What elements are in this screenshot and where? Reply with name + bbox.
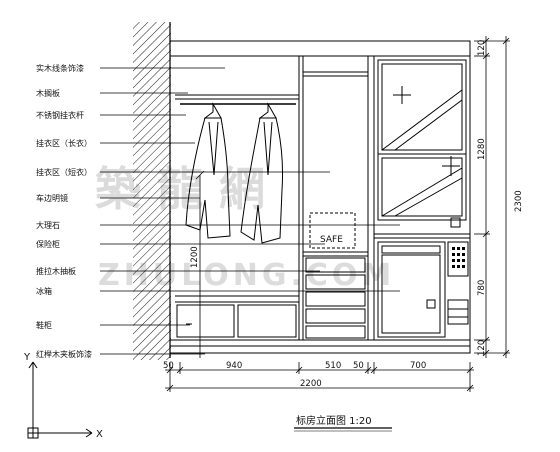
label-short-hanging: 挂衣区（短衣） [36,167,92,177]
axis-x-label: X [96,429,103,440]
label-mirror: 车边明镜 [36,193,68,203]
label-red-beech: 红榉木夹板饰漆 [36,349,92,359]
leader-lines [100,67,400,355]
dim-780: 780 [477,280,487,296]
dim-700: 700 [410,361,426,371]
dim-1280: 1280 [477,138,487,160]
dim-120-bottom: 120 [477,340,487,356]
right-dimensions: 120 1280 780 120 2300 [477,40,524,356]
dim-120-top: 120 [477,40,487,56]
label-steel-rail: 不锈钢挂衣杆 [36,110,84,120]
garments [185,102,284,244]
wall-hatch [133,22,171,360]
right-dimension-lines [474,36,510,358]
label-marble: 大理石 [36,220,60,230]
safe-label: SAFE [320,235,343,245]
label-safe: 保险柜 [36,239,60,249]
ucs-axis-icon [27,361,93,439]
label-wood-shelf: 木搁板 [36,88,60,98]
labels: 实木线条饰漆 木搁板 不锈钢挂衣杆 挂衣区（长衣） 挂衣区（短衣） 车边明镜 大… [36,63,92,359]
label-pull-board: 推拉木抽板 [36,266,76,276]
axis-y-label: Y [23,352,31,363]
dim-2300: 2300 [514,190,524,212]
label-shoe-cabinet: 鞋柜 [36,320,52,330]
dim-510: 510 [325,361,341,371]
label-long-hanging: 挂衣区（长衣） [36,138,92,148]
keypad [452,247,465,268]
dim-50-left: 50 [163,361,174,371]
label-fridge: 冰箱 [36,286,52,296]
bottom-dimensions: 50 940 510 50 700 2200 [163,361,426,389]
dim-50-right: 50 [353,361,364,371]
title-text: 标房立面图 1:20 [296,414,372,427]
label-solid-wood-trim: 实木线条饰漆 [36,63,84,73]
watermark-cn: 築 龍 網 [95,162,265,216]
mirror-sparkles [393,86,460,176]
drawing-title: 标房立面图 1:20 [294,414,392,432]
inner-dimension: 1200 [190,170,205,358]
dim-940: 940 [226,361,242,371]
dim-1200: 1200 [190,246,200,268]
bottom-dimension-lines [165,362,474,392]
dim-2200: 2200 [300,379,322,389]
cabinet [169,40,471,354]
